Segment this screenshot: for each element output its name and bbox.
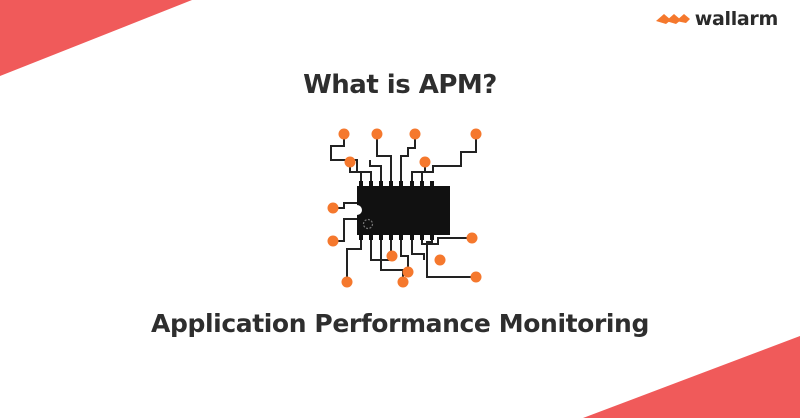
microchip-icon	[327, 128, 482, 288]
wallarm-logo-icon	[655, 10, 690, 28]
brand-logo[interactable]: wallarm	[655, 8, 779, 30]
page-subtitle: Application Performance Monitoring	[151, 309, 649, 338]
brand-name: wallarm	[694, 8, 779, 30]
page-title: What is APM?	[303, 70, 497, 100]
